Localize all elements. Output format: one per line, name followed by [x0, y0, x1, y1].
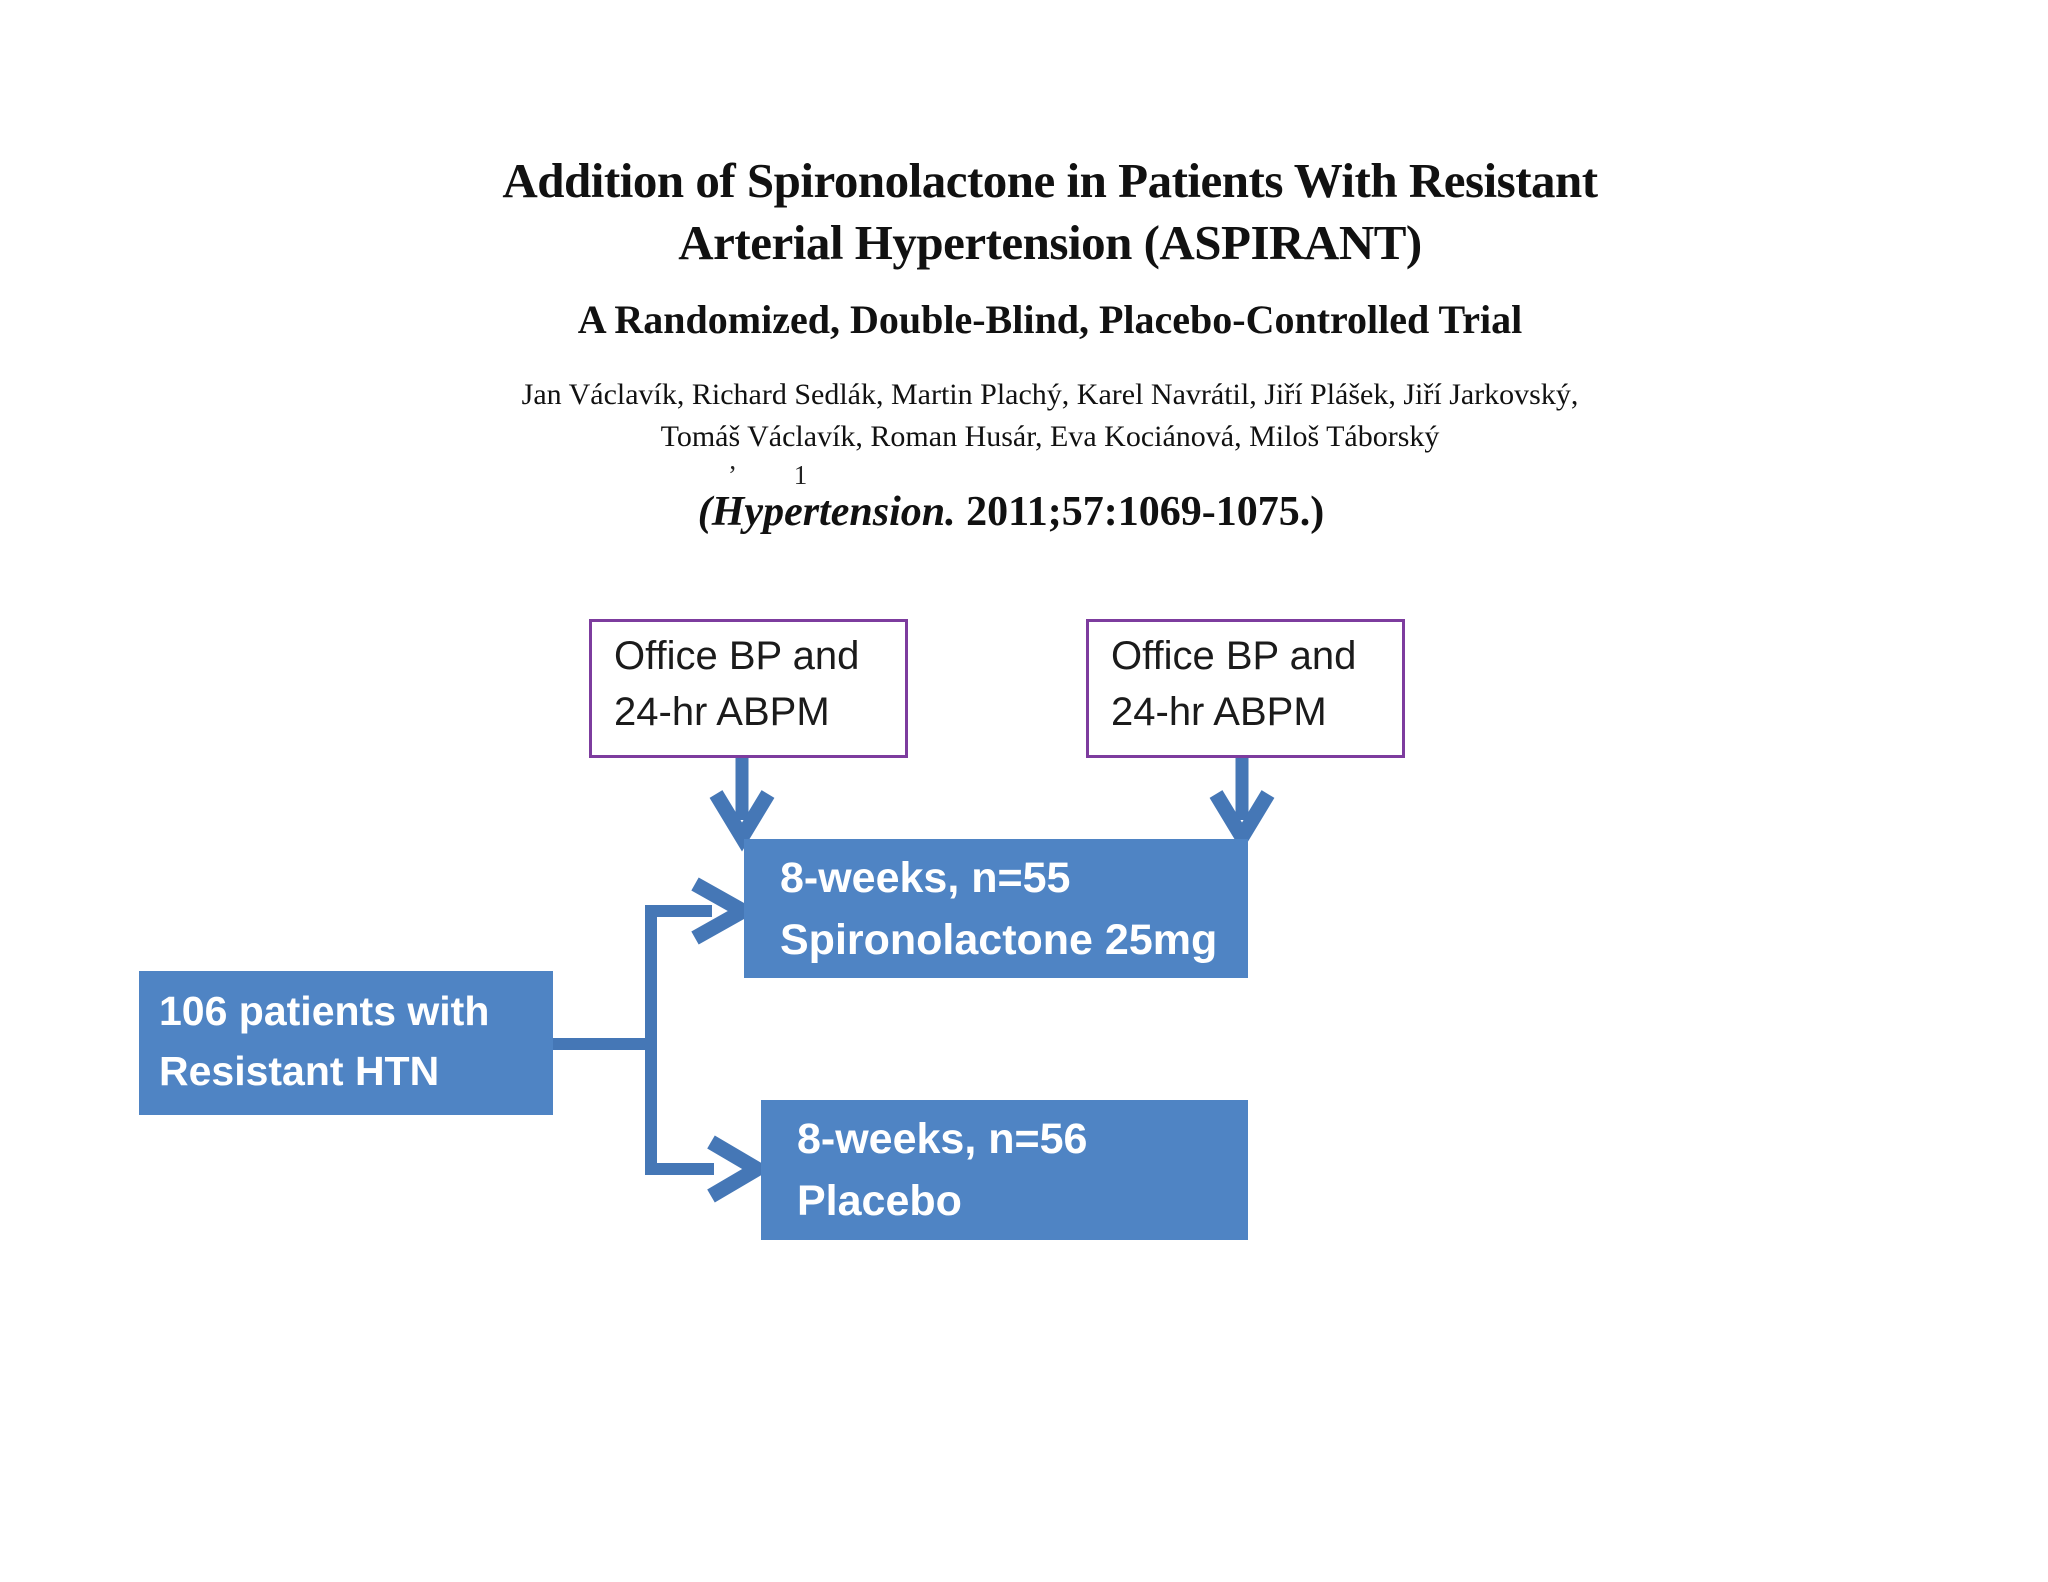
- office-bp-box-right: Office BP and 24-hr ABPM: [1086, 619, 1405, 758]
- patients-line1: 106 patients with: [159, 988, 490, 1034]
- patients-line2: Resistant HTN: [159, 1048, 440, 1094]
- title-line2: Arterial Hypertension (ASPIRANT): [678, 215, 1422, 270]
- placebo-arm-box: 8-weeks, n=56 Placebo: [761, 1100, 1248, 1240]
- author-list: Jan Václavík, Richard Sedlák, Martin Pla…: [0, 374, 2048, 458]
- placebo-line1: 8-weeks, n=56: [797, 1115, 1088, 1163]
- spironolactone-arm-box: 8-weeks, n=55 Spironolactone 25mg: [744, 839, 1248, 978]
- citation-journal: (Hypertension.: [697, 489, 956, 535]
- office-bp-right-line1: Office BP and: [1111, 634, 1357, 678]
- office-bp-box-left: Office BP and 24-hr ABPM: [589, 619, 908, 758]
- slide-title: Addition of Spironolactone in Patients W…: [0, 150, 2048, 274]
- spironolactone-line1: 8-weeks, n=55: [780, 854, 1071, 902]
- placebo-line2: Placebo: [797, 1177, 962, 1225]
- cropped-text-artifact: ’ 1: [728, 460, 834, 490]
- citation: (Hypertension. 2011;57:1069-1075.): [0, 488, 2022, 536]
- authors-line1: Jan Václavík, Richard Sedlák, Martin Pla…: [521, 378, 1579, 411]
- spironolactone-line2: Spironolactone 25mg: [780, 916, 1218, 964]
- citation-reference: 2011;57:1069-1075.): [955, 489, 1325, 535]
- office-bp-left-line1: Office BP and: [614, 634, 860, 678]
- title-line1: Addition of Spironolactone in Patients W…: [502, 153, 1598, 208]
- office-bp-left-line2: 24-hr ABPM: [614, 690, 830, 734]
- patients-box: 106 patients with Resistant HTN: [139, 971, 553, 1115]
- branch-top-arrowhead-icon: [691, 877, 759, 945]
- office-bp-right-line2: 24-hr ABPM: [1111, 690, 1327, 734]
- down-arrow-right-head-icon: [1209, 790, 1275, 852]
- branch-bottom-arrowhead-icon: [707, 1135, 772, 1203]
- authors-line2: Tomáš Václavík, Roman Husár, Eva Kociáno…: [660, 420, 1440, 453]
- down-arrow-left-head-icon: [709, 790, 775, 852]
- slide-subtitle: A Randomized, Double-Blind, Placebo-Cont…: [577, 297, 1523, 342]
